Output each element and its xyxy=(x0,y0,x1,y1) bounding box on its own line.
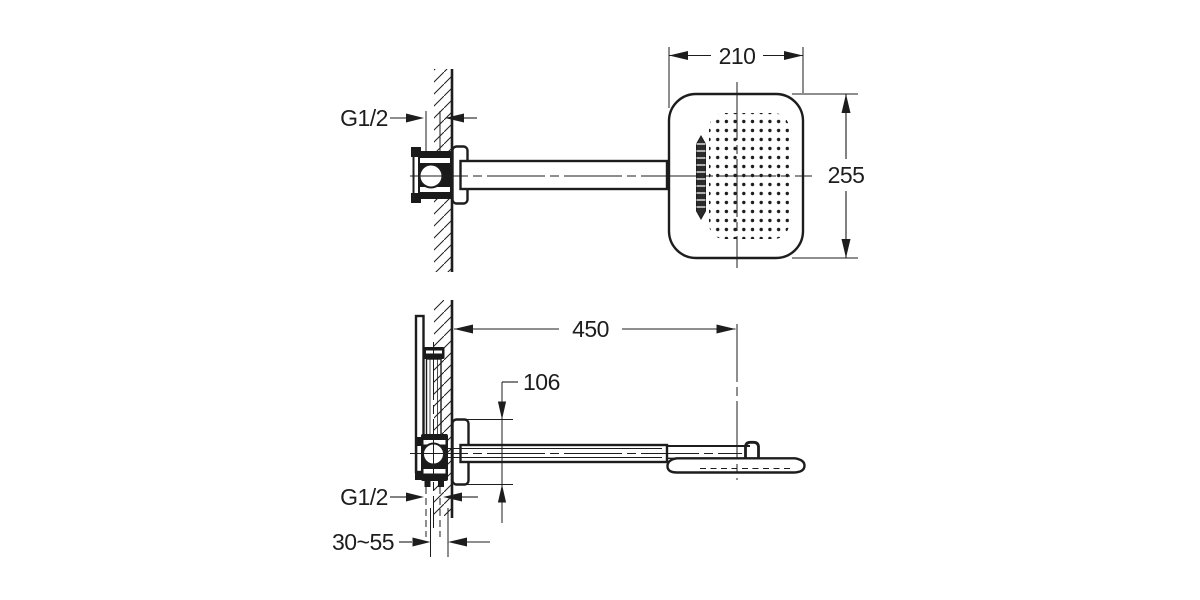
fitting-detail xyxy=(420,158,450,163)
arrow-down-icon xyxy=(841,239,851,258)
thread-label-side: G1/2 xyxy=(340,484,388,510)
arrow-right-icon xyxy=(406,492,424,502)
arrow-left-icon xyxy=(454,324,473,334)
dim-flange-height-label: 106 xyxy=(523,369,560,395)
dim-arm-projection-label: 450 xyxy=(572,316,609,342)
arrow-left-icon xyxy=(443,492,462,502)
arrow-down-icon xyxy=(497,401,507,420)
thread-label-top: G1/2 xyxy=(340,105,388,131)
shower-arm xyxy=(459,159,669,191)
dim-arm-projection: 450 xyxy=(454,316,736,342)
top-view: 210 255 G1/2 xyxy=(340,43,865,272)
elbow-foot xyxy=(438,481,444,487)
shower-head-profile xyxy=(666,457,806,474)
arrow-left-icon xyxy=(445,113,464,123)
fitting-claw xyxy=(415,471,422,480)
waterfall-slot xyxy=(696,134,706,221)
dim-mounting-depth-label: 30~55 xyxy=(332,529,394,555)
elbow-detail xyxy=(423,440,446,445)
arrow-up-icon xyxy=(841,94,851,113)
dim-head-height: 255 xyxy=(792,93,865,259)
arrow-right-icon xyxy=(716,324,736,334)
arrow-right-icon xyxy=(412,537,431,547)
inlet-fitting xyxy=(411,147,452,203)
riser-pipe-assembly xyxy=(415,342,448,528)
dim-flange-height: 106 xyxy=(454,369,560,523)
elbow-detail xyxy=(423,469,446,474)
fitting-detail xyxy=(420,187,450,192)
dim-head-height-label: 255 xyxy=(828,162,865,188)
dim-head-width: 210 xyxy=(668,43,804,108)
dim-head-width-label: 210 xyxy=(719,43,756,69)
arrow-right-icon xyxy=(406,113,424,123)
dim-mounting-depth: 30~55 xyxy=(332,508,490,557)
rail-end-cap xyxy=(744,440,760,459)
elbow-foot xyxy=(424,481,431,487)
fitting-claw xyxy=(415,437,422,446)
callout-thread-side: G1/2 xyxy=(340,484,478,537)
fitting-claw xyxy=(411,193,421,203)
arrow-right-icon xyxy=(784,51,803,60)
fitting-claw xyxy=(411,147,421,157)
arrow-up-icon xyxy=(497,484,507,503)
arrow-left-icon xyxy=(669,51,688,60)
callout-thread-top: G1/2 xyxy=(340,105,477,131)
side-view: 450 106 G1/2 30~55 xyxy=(332,300,806,557)
arrow-left-icon xyxy=(448,537,467,547)
